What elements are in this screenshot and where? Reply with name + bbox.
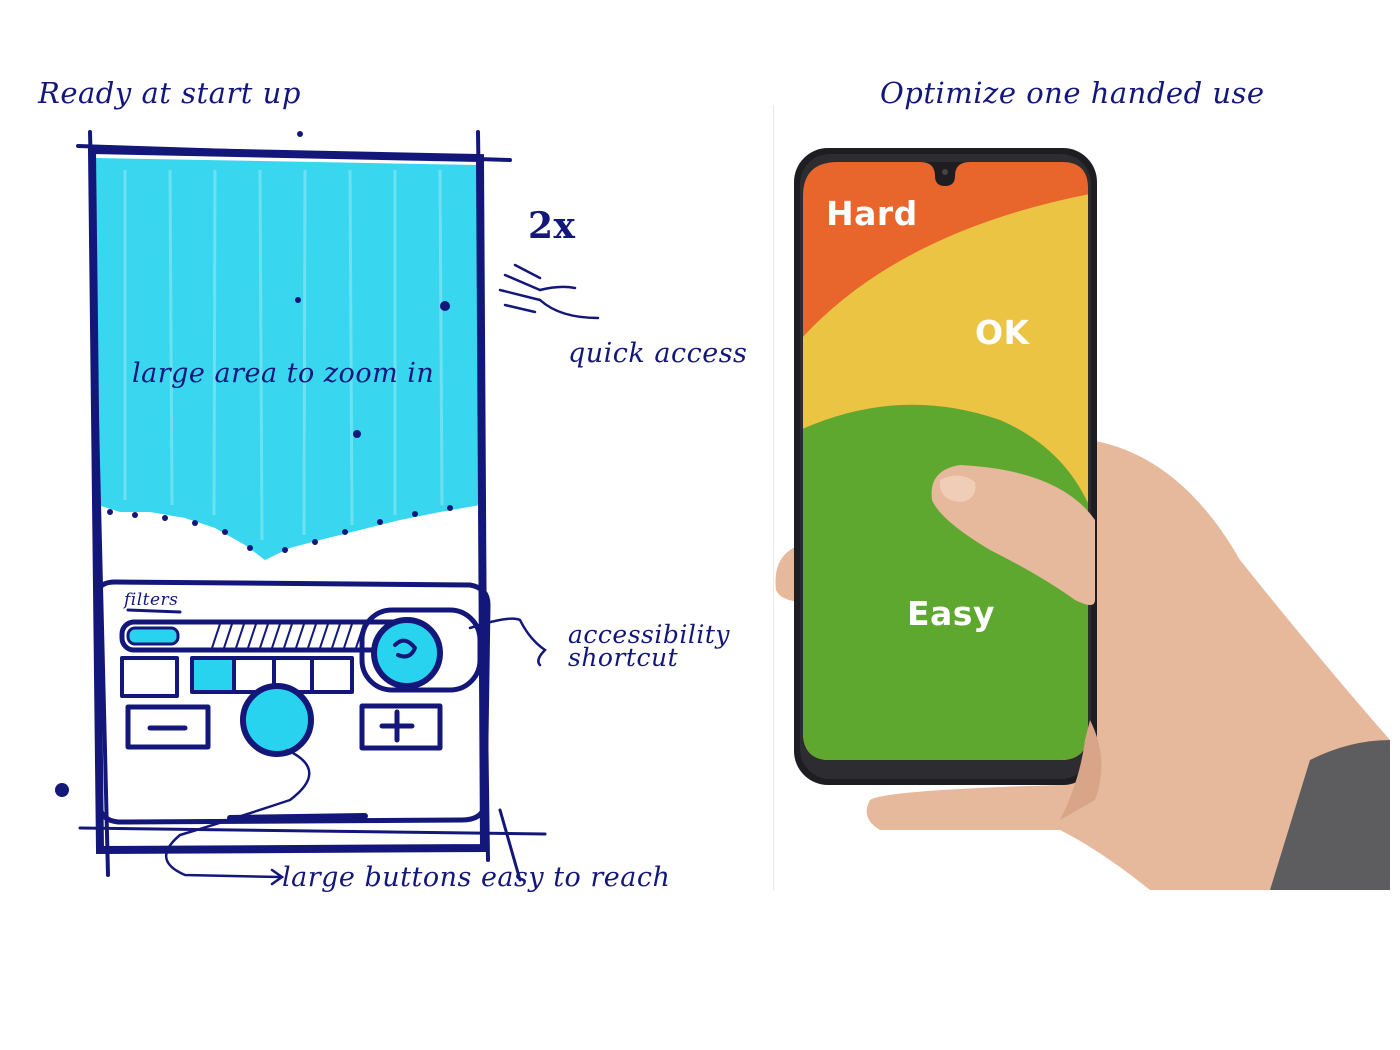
zone-easy-area	[803, 404, 1088, 760]
palm	[866, 440, 1390, 890]
sketch-drawing	[55, 130, 600, 886]
quick-access-label: quick access	[568, 338, 748, 369]
thumbnail	[939, 475, 976, 502]
filters-label: filters	[124, 590, 179, 610]
marker-streaks	[123, 169, 444, 541]
thumb	[931, 465, 1095, 605]
accessibility-label: accessibility	[568, 620, 731, 649]
zone-ok-label: OK	[975, 313, 1030, 352]
marker-dots	[55, 131, 453, 797]
divider-line	[773, 105, 774, 890]
control-panel	[95, 579, 491, 825]
large-buttons-label: large buttons easy to reach	[282, 862, 671, 893]
right-fingers	[1060, 720, 1102, 820]
zoom-area-fill	[96, 158, 480, 560]
shortcut-label: shortcut	[568, 643, 679, 672]
double-press-label: 2x	[528, 205, 576, 247]
left-finger	[775, 545, 800, 602]
sleeve	[1270, 740, 1390, 890]
zoom-area-label: large area to zoom in	[132, 358, 435, 389]
zone-hard-label: Hard	[826, 194, 918, 233]
camera-icon	[942, 169, 948, 175]
annotation-lines	[164, 263, 600, 886]
sketch-title: Ready at start up	[38, 76, 301, 110]
zone-easy-label: Easy	[907, 594, 995, 633]
phone-title: Optimize one handed use	[880, 76, 1265, 110]
